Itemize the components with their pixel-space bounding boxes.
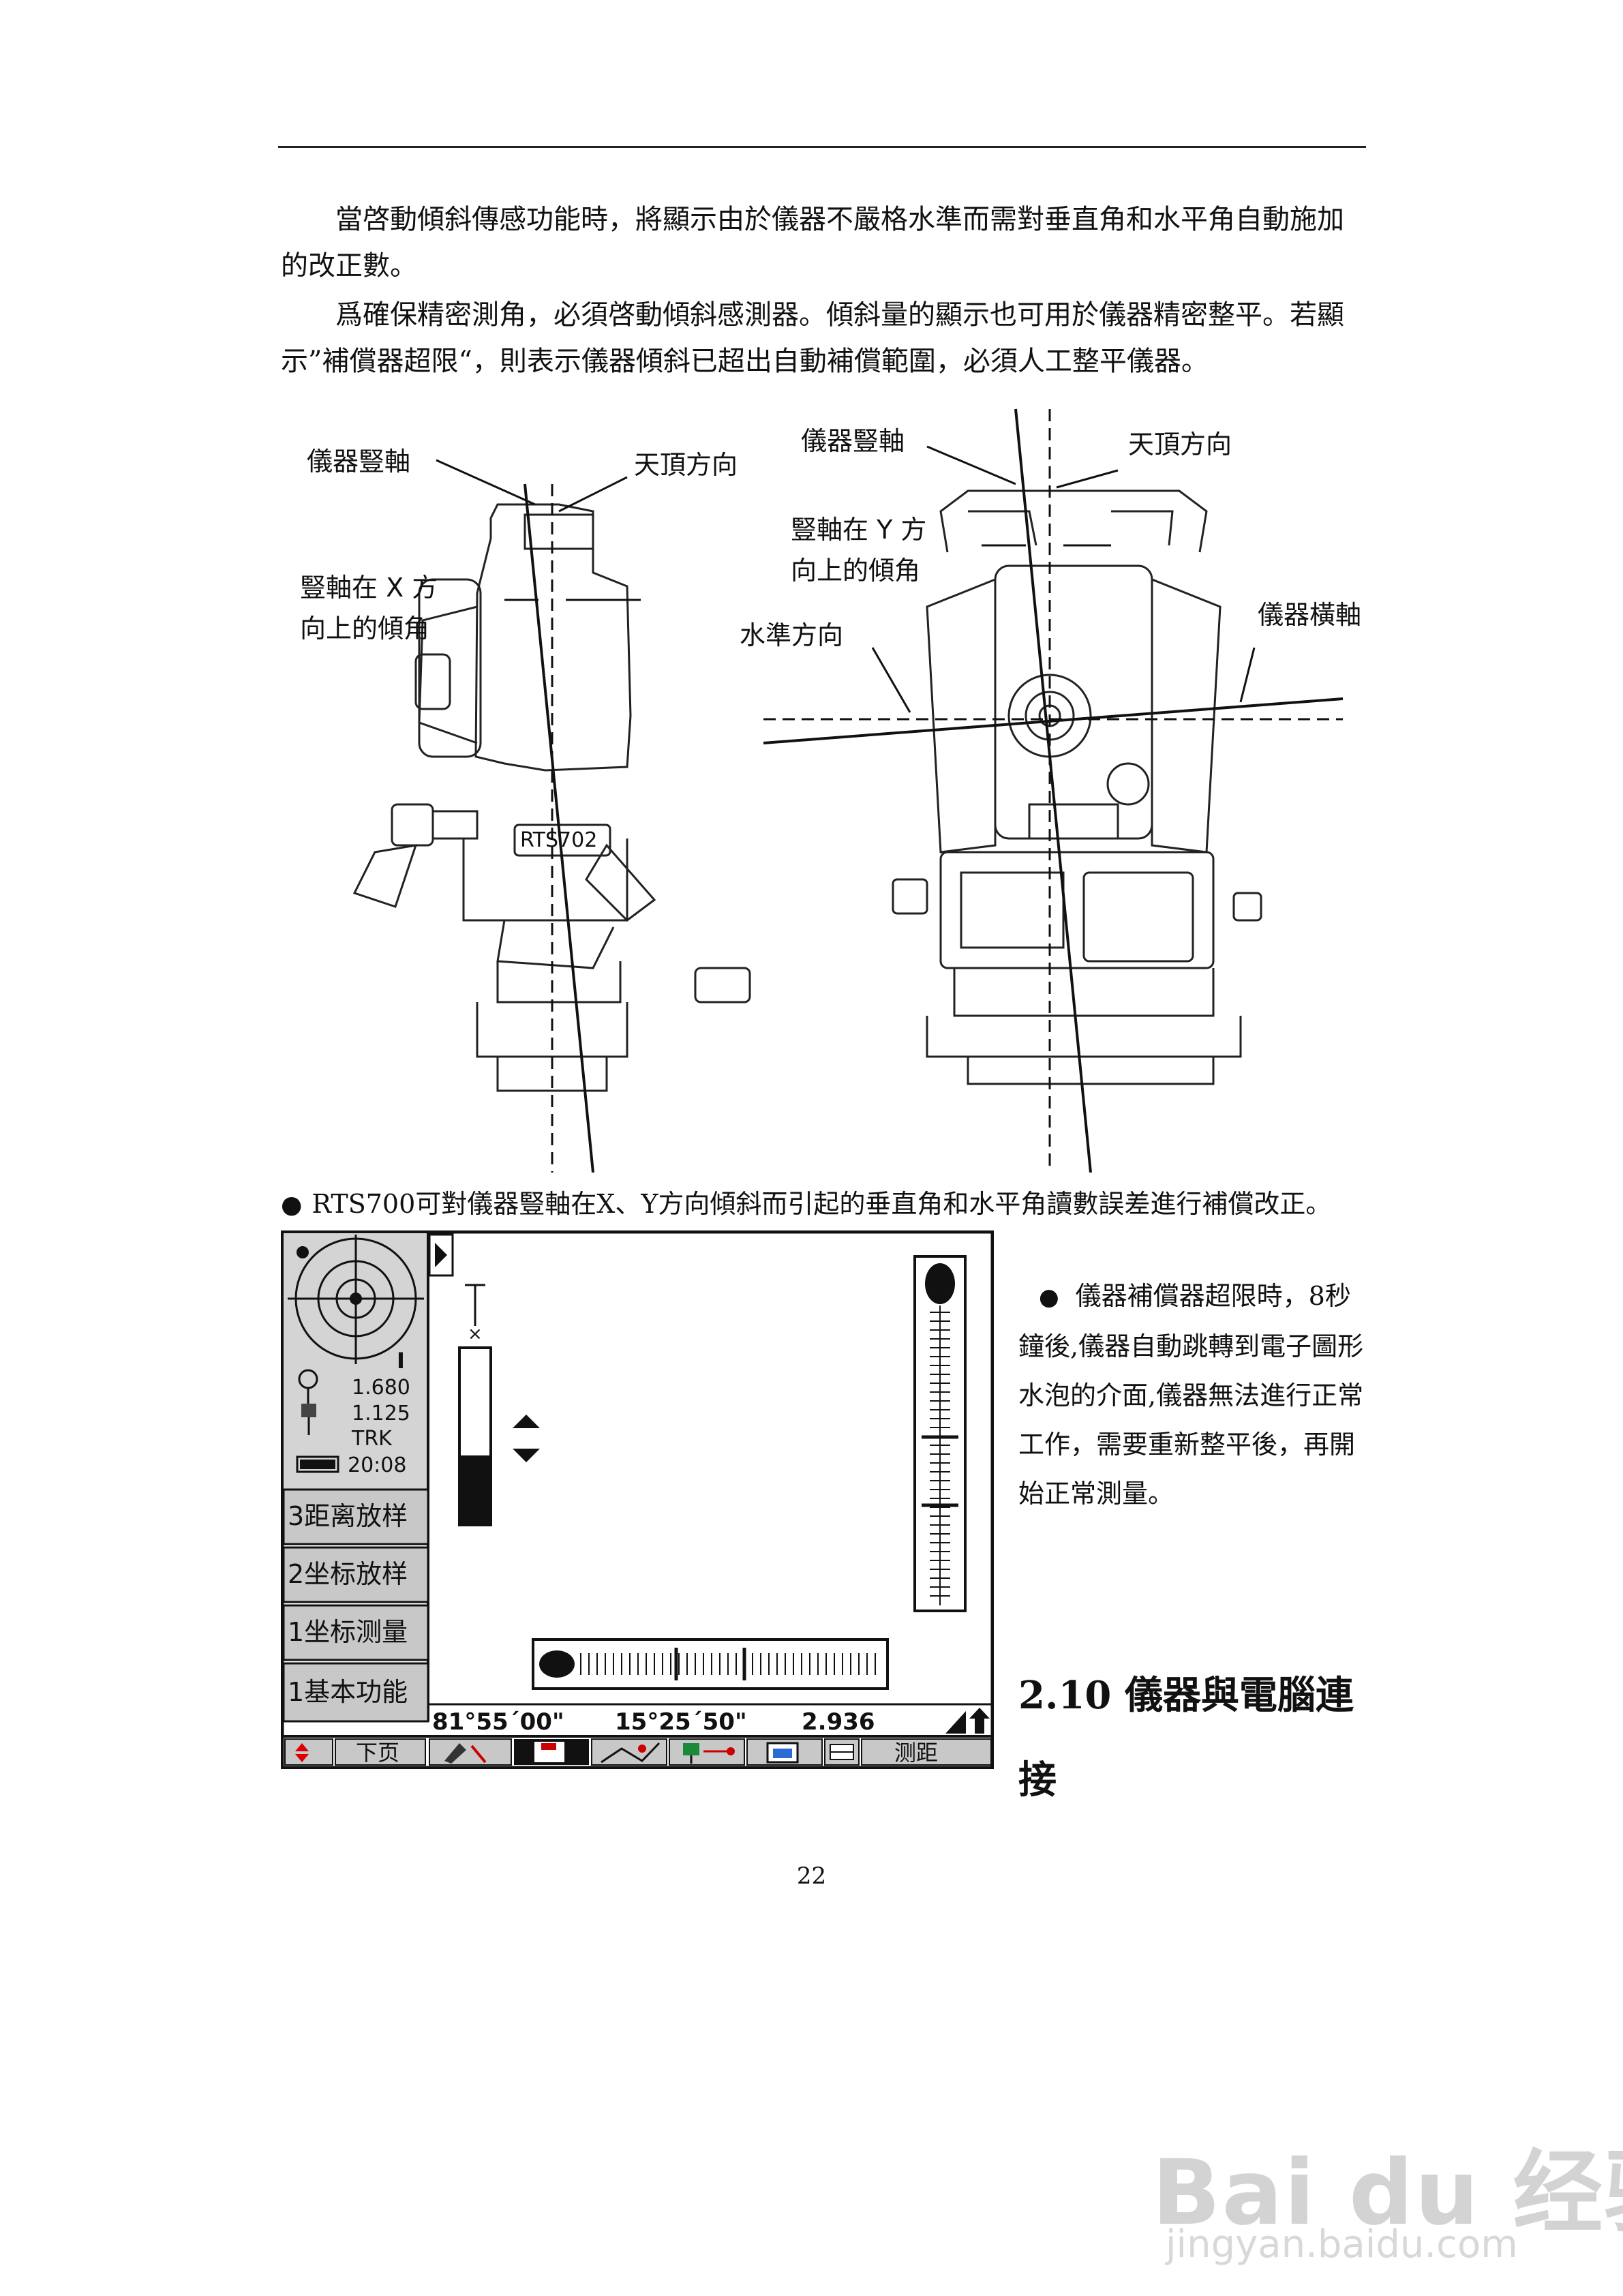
front-view-instrument-drawing: [892, 489, 1262, 1085]
horizontal-axis-label: 儀器橫軸: [1258, 600, 1361, 630]
battery-icon: [296, 1455, 339, 1473]
file-manager-button[interactable]: [746, 1738, 823, 1766]
left-vertical-axis-label: 儀器豎軸: [307, 447, 410, 477]
settings-tool-button[interactable]: [429, 1738, 512, 1766]
menu-2-label: 2坐标放样: [288, 1559, 408, 1589]
paragraph-1-text: 當啓動傾斜傳感功能時，將顯示由於儀器不嚴格水準而需對垂直角和水平角自動施加的改正…: [281, 204, 1344, 282]
paragraph-2: 爲確保精密測角，必須啓動傾斜感測器。傾斜量的顯示也可用於儀器精密整平。若顯示”補…: [281, 292, 1365, 384]
distance-readout: 2.936: [802, 1708, 875, 1736]
left-tilt-x-label-1: 豎軸在 X 方: [300, 573, 438, 603]
right-vertical-axis-line: [1014, 408, 1092, 1173]
menu-3-label: 3距离放样: [288, 1501, 408, 1531]
right-zenith-label: 天頂方向: [1128, 429, 1232, 459]
save-button[interactable]: [514, 1739, 589, 1765]
bubble-offset-dot: [297, 1246, 309, 1258]
menu-1-button[interactable]: 1坐标测量: [282, 1604, 429, 1661]
horizontal-axis-line: [763, 697, 1344, 744]
level-direction-pointer: [871, 647, 911, 713]
prism-icon: [298, 1369, 318, 1406]
figure-caption: ● RTS700可對儀器豎軸在X、Y方向傾斜而引起的垂直角和水平角讀數誤差進行補償…: [281, 1183, 1331, 1220]
next-page-button[interactable]: 下页: [335, 1738, 426, 1766]
side-note: ●儀器補償器超限時，8秒鐘後,儀器自動跳轉到電子圖形水泡的介面,儀器無法進行正常…: [1018, 1271, 1373, 1518]
signal-icon: [945, 1708, 990, 1734]
right-axis-pointer: [926, 445, 1016, 485]
left-tilt-x-label-2: 向上的傾角: [300, 614, 429, 644]
left-axis-pointer: [436, 459, 536, 506]
status-i-label: I: [397, 1348, 405, 1374]
header-rule: [278, 146, 1366, 148]
right-tilt-y-label-1: 豎軸在 Y 方: [791, 515, 926, 545]
instrument-screen: I 1.680 1.125 TRK 20:08 3距离放样 2坐标放样 1坐标测…: [280, 1230, 995, 1770]
time-label: 20:08: [348, 1453, 406, 1477]
tilt-up-down-icon: [513, 1415, 540, 1462]
circular-level-icon: [288, 1235, 424, 1364]
menu-2-button[interactable]: 2坐标放样: [282, 1546, 429, 1603]
menu-basic-button[interactable]: 1基本功能: [282, 1662, 429, 1723]
right-vertical-axis-label: 儀器豎軸: [801, 426, 905, 456]
menu-1-label: 1坐标测量: [288, 1617, 408, 1647]
bullet-icon: ●: [1039, 1284, 1059, 1311]
horizontal-tilt-gauge: [532, 1638, 889, 1690]
menu-3-button[interactable]: 3距离放样: [282, 1488, 429, 1545]
instrument-height-icon: [301, 1404, 316, 1435]
side-view-instrument-drawing: [352, 503, 751, 1092]
prism-height-value: 1.680: [352, 1376, 410, 1400]
expand-arrow-button[interactable]: [428, 1233, 454, 1277]
left-zenith-label: 天頂方向: [634, 450, 738, 480]
side-note-text: 儀器補償器超限時，8秒鐘後,儀器自動跳轉到電子圖形水泡的介面,儀器無法進行正常工…: [1018, 1281, 1364, 1509]
section-heading: 2.10 儀器與電腦連接: [1018, 1673, 1354, 1802]
left-zenith-pointer: [558, 476, 628, 513]
mode-label: TRK: [351, 1427, 393, 1451]
bubble-center-dot: [350, 1293, 362, 1305]
next-page-label: 下页: [356, 1740, 399, 1766]
horizontal-angle-readout: 15°25´50": [615, 1708, 747, 1736]
horizontal-axis-pointer: [1239, 647, 1256, 703]
right-tilt-y-label-2: 向上的傾角: [791, 556, 920, 586]
y-tilt-gauge: [913, 1255, 967, 1612]
measure-distance-label: 测距: [894, 1740, 938, 1766]
instrument-tilt-figure: RTS702 儀器豎軸 天頂方向 豎軸在 X 方 向上的傾角 儀器豎軸 天頂方向: [273, 402, 1370, 1173]
paragraph-1: 當啓動傾斜傳感功能時，將顯示由於儀器不嚴格水準而需對垂直角和水平角自動施加的改正…: [281, 196, 1365, 289]
watermark-brand: Bai du 经验: [1152, 2141, 1623, 2246]
station-setup-button[interactable]: [669, 1738, 745, 1766]
vertical-angle-readout: 81°55´00": [432, 1708, 564, 1736]
keyboard-button[interactable]: [824, 1738, 860, 1766]
bullet-icon: ●: [281, 1191, 303, 1219]
left-vertical-axis-line: [524, 483, 594, 1173]
menu-basic-label: 1基本功能: [288, 1677, 408, 1707]
svg-text:×: ×: [468, 1324, 483, 1344]
page-toggle-button[interactable]: [284, 1738, 333, 1766]
paragraph-2-text: 爲確保精密測角，必須啓動傾斜感測器。傾斜量的顯示也可用於儀器精密整平。若顯示”補…: [281, 299, 1344, 377]
baidu-watermark: Bai du 经验 jingyan.baidu.com: [1152, 2066, 1623, 2270]
right-zenith-pointer: [1056, 469, 1119, 489]
page-number: 22: [796, 1862, 827, 1890]
traverse-button[interactable]: [591, 1738, 667, 1766]
instrument-height-value: 1.125: [352, 1402, 410, 1425]
level-direction-label: 水準方向: [740, 620, 843, 650]
measure-distance-button[interactable]: 测距: [861, 1738, 992, 1766]
watermark-url: jingyan.baidu.com: [1166, 2222, 1518, 2267]
x-tilt-gauge: ×: [458, 1284, 492, 1526]
figure-caption-text: RTS700可對儀器豎軸在X、Y方向傾斜而引起的垂直角和水平角讀數誤差進行補償改…: [312, 1189, 1332, 1219]
